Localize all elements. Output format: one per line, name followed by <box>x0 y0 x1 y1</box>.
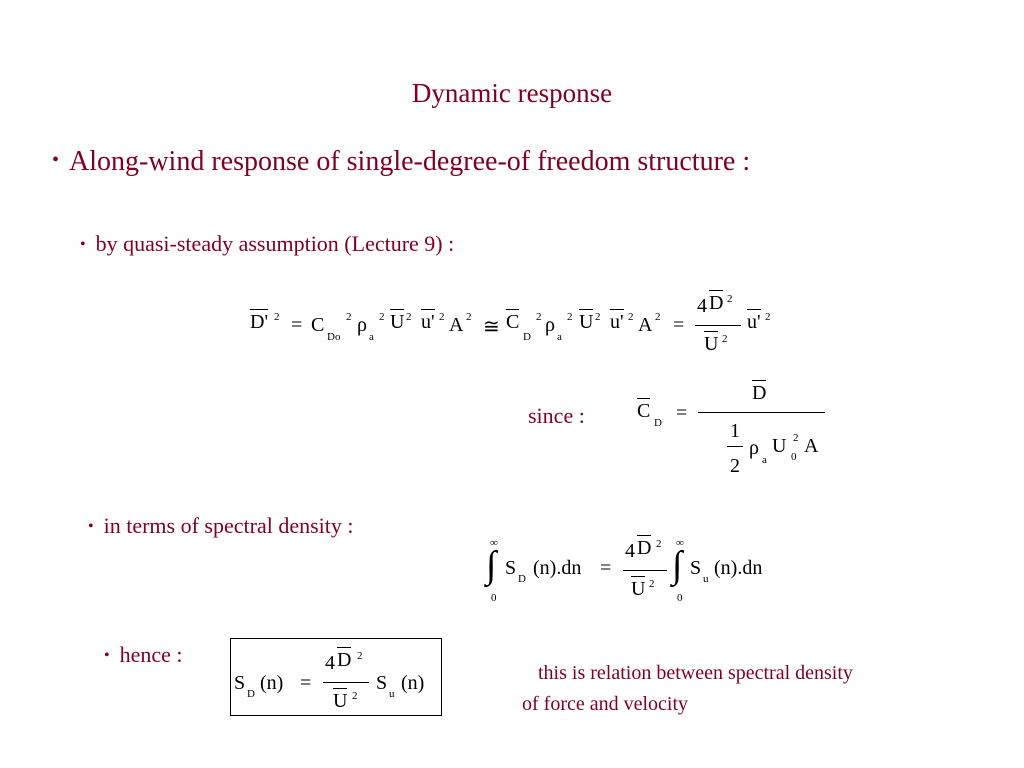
slide-title: Dynamic response <box>411 78 613 108</box>
bullet-dot: • <box>88 518 94 535</box>
relation-note-line-1: this is relation between spectral densit… <box>538 662 853 684</box>
bullet-along-wind: • Along-wind response of single-degree-of… <box>52 146 750 178</box>
relation-note: this is relation between spectral densit… <box>522 658 962 720</box>
bullet-dot: • <box>52 149 60 171</box>
bullet-along-wind-text: Along-wind response of single-degree-of … <box>69 146 751 177</box>
bullet-spectral-density: • in terms of spectral density : <box>88 513 354 539</box>
bullet-hence: • hence : <box>104 642 183 668</box>
bullet-quasi-steady-text: by quasi-steady assumption (Lecture 9) : <box>95 231 455 256</box>
result-box <box>230 638 442 716</box>
since-label: since : <box>528 403 585 428</box>
bullet-dot: • <box>80 236 86 253</box>
bullet-spectral-density-text: in terms of spectral density : <box>103 513 354 538</box>
bullet-quasi-steady: • by quasi-steady assumption (Lecture 9) … <box>80 231 454 257</box>
bullet-dot: • <box>104 647 110 664</box>
bullet-hence-text: hence : <box>119 642 183 667</box>
relation-note-line-2: of force and velocity <box>522 693 689 715</box>
